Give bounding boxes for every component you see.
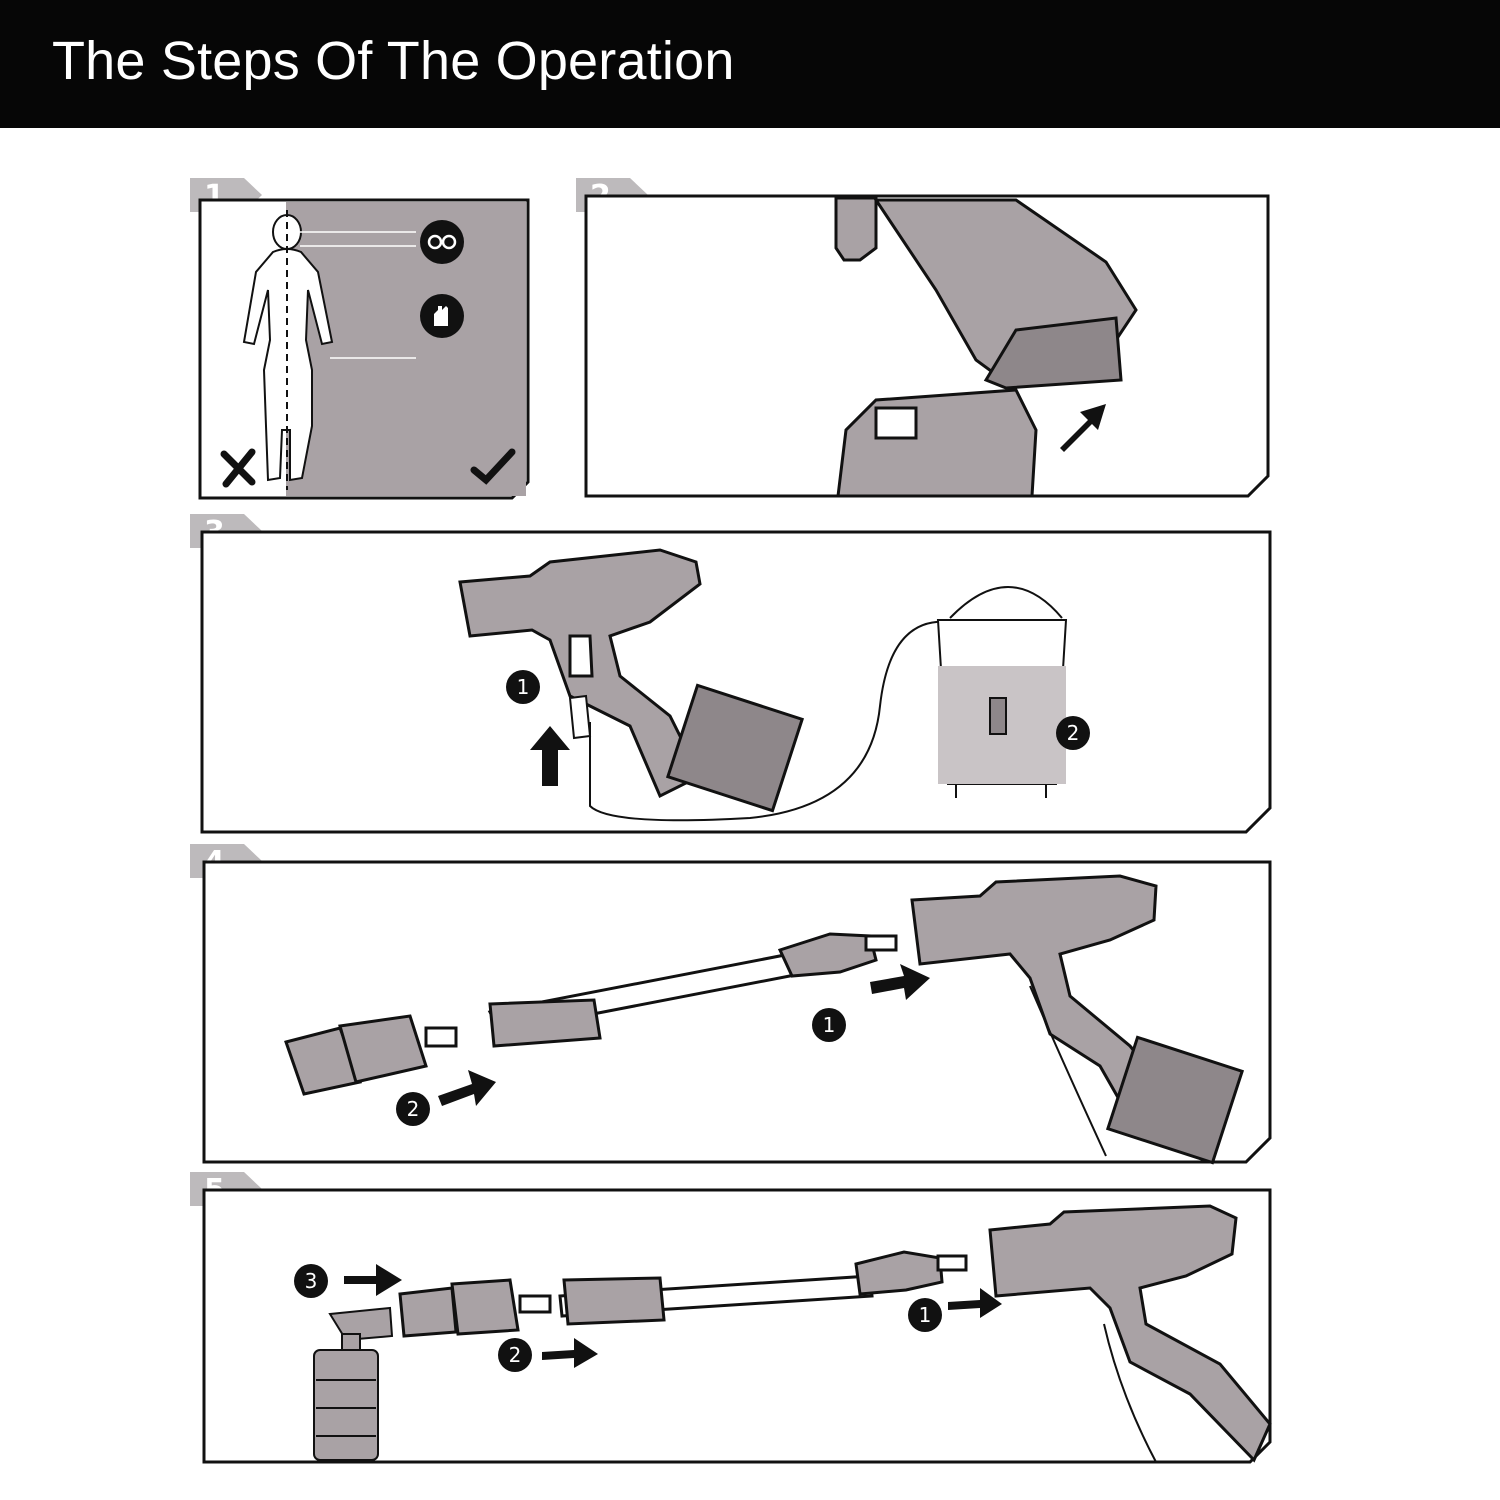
step-4-panel: 1 2	[190, 856, 1280, 1168]
arrow-icon	[438, 1070, 496, 1106]
arrow-icon	[344, 1264, 402, 1296]
step-marker: 1	[812, 1008, 846, 1042]
bucket	[936, 586, 1068, 798]
arrow-icon	[1052, 396, 1112, 456]
gloves-icon	[420, 294, 464, 338]
page-title: The Steps Of The Operation	[52, 31, 735, 91]
step-marker: 1	[908, 1298, 942, 1332]
spray-lance	[487, 932, 898, 1048]
spray-gun	[988, 1204, 1272, 1463]
spray-gun-handle	[834, 196, 1138, 390]
water-hose	[1029, 985, 1107, 1157]
glasses-icon	[420, 220, 464, 264]
water-hose	[1103, 1323, 1157, 1463]
step-1-panel	[190, 190, 540, 510]
step-marker: 2	[1056, 716, 1090, 750]
step-5-panel: 1 2 3	[190, 1184, 1280, 1474]
foam-bottle	[313, 1306, 394, 1461]
check-mark-icon	[470, 446, 516, 486]
step-marker: 2	[396, 1092, 430, 1126]
spray-lance	[558, 1250, 968, 1326]
nozzle	[284, 1014, 458, 1096]
title-banner: The Steps Of The Operation	[0, 0, 1500, 128]
water-hose	[589, 620, 999, 822]
spray-gun	[458, 548, 805, 813]
step-2-panel	[576, 190, 1276, 510]
arrow-icon	[948, 1288, 1002, 1318]
spray-gun	[910, 874, 1245, 1165]
cross-mark-icon	[218, 448, 258, 488]
step-marker: 3	[294, 1264, 328, 1298]
step-marker: 1	[506, 670, 540, 704]
arrow-icon	[870, 964, 930, 1000]
arrow-icon	[542, 1338, 598, 1368]
step-marker: 2	[498, 1338, 532, 1372]
arrow-icon	[530, 726, 570, 786]
nozzle	[398, 1278, 552, 1338]
battery-pack	[836, 388, 1038, 498]
step-3-panel: 1 2	[190, 526, 1280, 838]
